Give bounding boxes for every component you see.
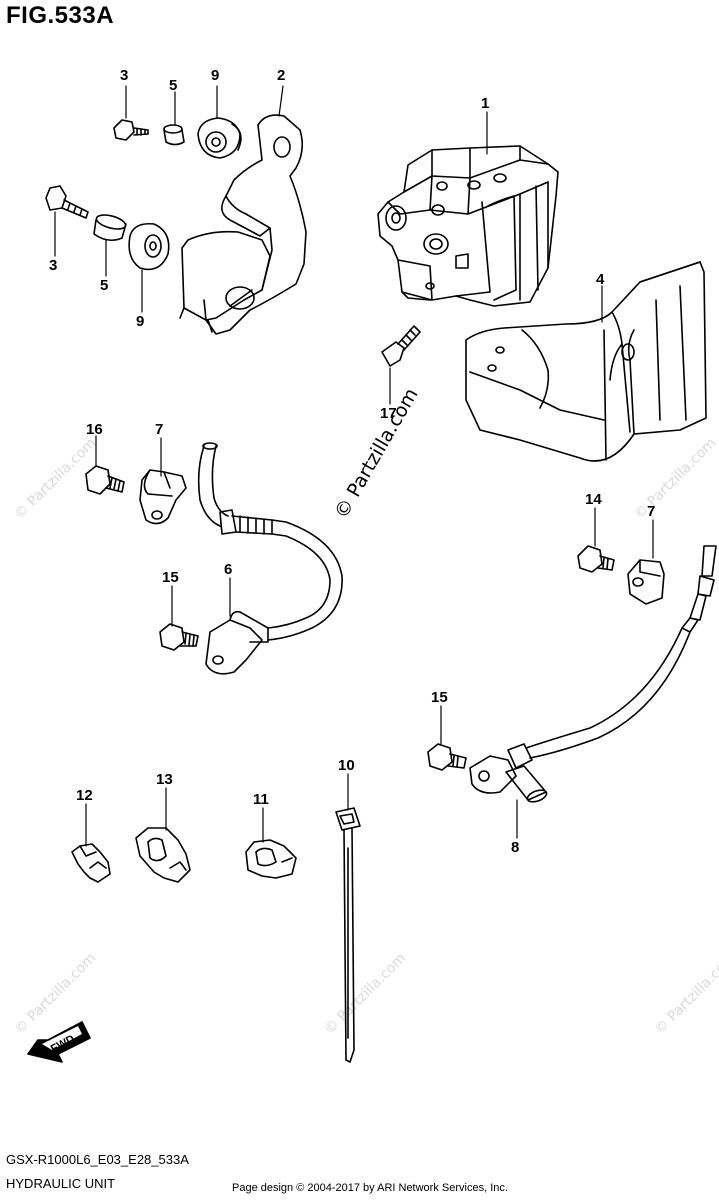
part-bolt-14 bbox=[577, 545, 615, 573]
callout-8: 8 bbox=[511, 839, 519, 856]
watermark-repeat: © Partzilla.com bbox=[322, 950, 410, 1038]
part-collar-5-lower bbox=[93, 214, 127, 242]
page-credit: Page design © 2004-2017 by ARI Network S… bbox=[232, 1182, 508, 1194]
callout-15-lower: 15 bbox=[431, 689, 448, 706]
callout-4: 4 bbox=[596, 271, 605, 288]
callout-7-right: 7 bbox=[647, 503, 655, 520]
callout-13: 13 bbox=[156, 771, 173, 788]
part-cable-tie-10 bbox=[335, 807, 361, 1063]
callout-3-lower: 3 bbox=[49, 257, 57, 274]
callout-12: 12 bbox=[76, 787, 93, 804]
callout-17: 17 bbox=[380, 405, 397, 422]
part-clip-13 bbox=[135, 827, 191, 883]
part-hydraulic-unit-1 bbox=[377, 145, 559, 307]
part-screw-17 bbox=[381, 325, 421, 367]
callout-9-lower: 9 bbox=[136, 313, 144, 330]
callout-2: 2 bbox=[277, 67, 285, 84]
part-grommet-9-lower bbox=[128, 222, 170, 271]
callout-1: 1 bbox=[481, 95, 489, 112]
part-bolt-3-top bbox=[113, 119, 149, 141]
callout-6: 6 bbox=[224, 561, 232, 578]
part-hose-6 bbox=[197, 442, 343, 675]
watermark-main: © Partzilla.com bbox=[330, 385, 422, 523]
part-bolt-16 bbox=[85, 465, 125, 495]
callouts: 3 5 9 2 1 3 5 9 4 17 16 7 15 6 14 7 15 8… bbox=[49, 67, 655, 856]
watermarks: © Partzilla.com © Partzilla.com © Partzi… bbox=[12, 385, 719, 1038]
part-bolt-15-middle bbox=[159, 623, 199, 651]
part-bracket-2 bbox=[179, 114, 307, 335]
model-code: GSX-R1000L6_E03_E28_533A bbox=[6, 1152, 189, 1167]
part-clip-11 bbox=[245, 839, 297, 879]
callout-5-lower: 5 bbox=[100, 277, 108, 294]
callout-3-top: 3 bbox=[120, 67, 128, 84]
callout-9-top: 9 bbox=[211, 67, 219, 84]
part-sensor-8 bbox=[469, 545, 717, 803]
callout-7-left: 7 bbox=[155, 421, 163, 438]
callout-10: 10 bbox=[338, 757, 355, 774]
part-clip-12 bbox=[71, 843, 111, 883]
callout-14: 14 bbox=[585, 491, 602, 508]
callout-16: 16 bbox=[86, 421, 103, 438]
callout-15-middle: 15 bbox=[162, 569, 179, 586]
fwd-arrow-icon: FWD bbox=[27, 1021, 91, 1063]
part-clamp-7-right bbox=[627, 559, 665, 605]
watermark-repeat: © Partzilla.com bbox=[12, 950, 100, 1038]
leader-lines bbox=[54, 85, 654, 847]
part-collar-5-top bbox=[163, 124, 185, 146]
watermark-repeat: © Partzilla.com bbox=[652, 950, 719, 1038]
part-clamp-7-left bbox=[139, 469, 187, 525]
callout-11: 11 bbox=[253, 791, 269, 808]
part-bolt-3-lower bbox=[45, 185, 89, 219]
part-cover-4 bbox=[465, 261, 707, 462]
figure-title: FIG.533A bbox=[6, 2, 115, 29]
part-bolt-15-lower bbox=[427, 743, 467, 771]
watermark-repeat: © Partzilla.com bbox=[632, 435, 719, 523]
callout-5-top: 5 bbox=[169, 77, 177, 94]
part-grommet-9-top bbox=[197, 117, 242, 159]
section-name: HYDRAULIC UNIT bbox=[6, 1176, 116, 1191]
